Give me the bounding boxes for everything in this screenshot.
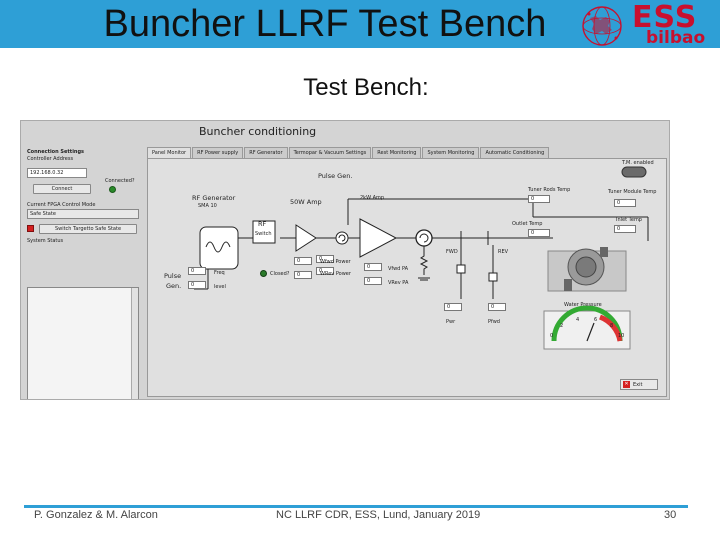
control-mode-label: Current FPGA Control Mode <box>27 202 96 208</box>
footer-event: NC LLRF CDR, ESS, Lund, January 2019 <box>276 509 481 521</box>
slide-subtitle: Test Bench: <box>303 74 429 101</box>
pulse-gen-box-label-2: Gen. <box>166 282 182 290</box>
vfwd-pa-display: 0 <box>364 263 382 271</box>
outlet-temp-label: Outlet Temp <box>512 221 543 227</box>
amp-50w-label: 50W Amp <box>290 198 322 206</box>
gauge-tick-2: 2 <box>560 323 564 329</box>
conditioning-panel: Buncher conditioning Panel Monitor RF Po… <box>147 125 667 397</box>
rf-switch-label-1: RF <box>258 220 267 228</box>
connected-led <box>109 186 116 193</box>
tab-panel-monitor[interactable]: Panel Monitor <box>147 147 192 159</box>
wrev-label: WRev Power <box>320 271 351 277</box>
pulse-gen-top-label: Pulse Gen. <box>318 172 353 180</box>
closed-label: Closed? <box>270 271 290 277</box>
pwr-label: Pwr <box>446 319 456 325</box>
footer-page-number: 30 <box>664 509 677 521</box>
wrev-display: 0 <box>316 267 334 275</box>
tab-termopar-vacuum[interactable]: Termopar & Vacuum Settings <box>288 147 372 159</box>
slide-title: Buncher LLRF Test Bench <box>103 3 547 45</box>
wfwd-label: Wfwd Power <box>320 259 351 265</box>
fwd-label: FWD <box>446 249 458 255</box>
footer-authors: P. Gonzalez & M. Alarcon <box>34 509 158 521</box>
ess-bilbao-logo: ESS bilbao <box>580 2 718 48</box>
tab-rf-generator[interactable]: RF Generator <box>244 147 288 159</box>
controller-address-label: Controller Address <box>27 156 74 162</box>
connection-panel: Connection Settings Controller Address 1… <box>27 149 145 399</box>
switch-safe-state-button[interactable]: Switch Targetto Safe State <box>39 224 137 234</box>
gauge-tick-0: 0 <box>550 333 554 339</box>
gauge-tick-10: 10 <box>618 333 625 339</box>
pfwd-display: 0 <box>488 303 506 311</box>
tuner-module-temp-label: Tuner Module Temp <box>608 189 657 195</box>
water-pressure-label: Water Pressure <box>564 302 602 308</box>
outlet-temp-display: 0 <box>528 229 550 237</box>
pulse-gen-box-label-1: Pulse <box>164 272 182 280</box>
pwr-display: 0 <box>444 303 462 311</box>
system-status-label: System Status <box>27 238 64 244</box>
connected-label: Connected? <box>105 178 135 184</box>
tm-enabled-toggle[interactable] <box>622 167 646 177</box>
connection-settings-heading: Connection Settings <box>27 149 85 155</box>
close-icon: ✕ <box>623 381 630 388</box>
vrev-pa-label: VRev PA <box>388 280 409 286</box>
system-status-box <box>27 287 139 399</box>
rf-generator-label: RF Generator <box>192 194 236 202</box>
logo-text-ess: ESS <box>632 0 698 35</box>
tab-rf-power-supply[interactable]: RF Power supply <box>192 147 244 159</box>
level-input[interactable]: 0 <box>188 281 206 289</box>
freq-input[interactable]: 0 <box>188 267 206 275</box>
tuner-module-temp-display: 0 <box>614 199 636 207</box>
freq-label: Freq <box>214 270 225 276</box>
tab-automatic-conditioning[interactable]: Automatic Conditioning <box>480 147 550 159</box>
power-50w-display-1: 0 <box>294 257 312 265</box>
vrev-pa-display: 0 <box>364 277 382 285</box>
connect-button[interactable]: Connect <box>33 184 91 194</box>
rf-switch-label-2: Switch <box>255 231 272 237</box>
labview-window: Connection Settings Controller Address 1… <box>20 120 670 400</box>
rev-label: REV <box>498 249 509 255</box>
status-scrollbar[interactable] <box>131 288 138 399</box>
control-mode-display: Safe State <box>27 209 139 219</box>
power-50w-display-2: 0 <box>294 271 312 279</box>
level-label: level <box>214 284 226 290</box>
tuner-rods-temp-label: Tuner Rods Temp <box>528 187 571 193</box>
gauge-tick-8: 8 <box>610 323 614 329</box>
footer-divider <box>24 505 688 508</box>
panel-monitor-body: Pulse Gen. RF Generator SMA 10 RF Switch… <box>147 158 667 397</box>
gauge-tick-4: 4 <box>576 317 580 323</box>
exit-button[interactable]: ✕Exit <box>620 379 658 390</box>
logo-text-bilbao: bilbao <box>646 28 706 48</box>
rf-generator-model: SMA 10 <box>198 203 217 209</box>
switch-led <box>27 225 34 232</box>
tab-bar: Panel Monitor RF Power supply RF Generat… <box>147 147 550 159</box>
tuner-rods-temp-display: 0 <box>528 195 550 203</box>
inlet-temp-label: Inlet Temp <box>616 217 642 223</box>
globe-icon <box>582 6 622 46</box>
panel-title: Buncher conditioning <box>199 125 317 138</box>
exit-button-label: Exit <box>633 382 643 388</box>
controller-address-input[interactable]: 192.168.0.32 <box>27 168 87 178</box>
rf-schematic: Pulse Gen. RF Generator SMA 10 RF Switch… <box>148 159 668 398</box>
gauge-tick-6: 6 <box>594 317 598 323</box>
closed-led <box>260 270 267 277</box>
tab-rest-monitoring[interactable]: Rest Monitoring <box>372 147 422 159</box>
pfwd-label: Pfwd <box>488 319 500 325</box>
wfwd-display: 0 <box>316 255 334 263</box>
tab-system-monitoring[interactable]: System Monitoring <box>422 147 480 159</box>
schematic-drawing <box>194 166 649 350</box>
title-bar: Buncher LLRF Test Bench ESS bilbao <box>0 0 720 48</box>
inlet-temp-display: 0 <box>614 225 636 233</box>
amp-2kw-label: 2kW Amp <box>360 195 385 201</box>
vfwd-pa-label: Vfwd PA <box>388 266 409 272</box>
tm-enabled-label: T.M. enabled <box>622 160 654 166</box>
